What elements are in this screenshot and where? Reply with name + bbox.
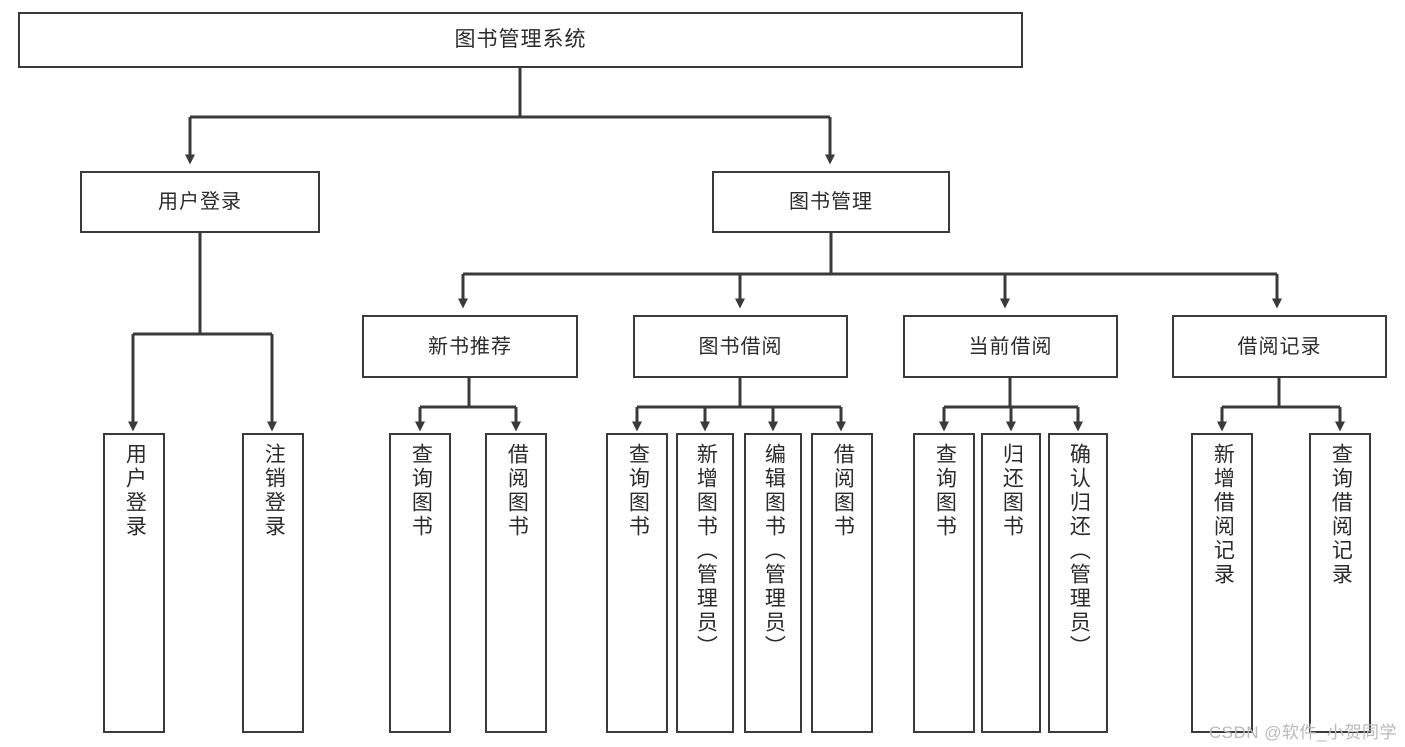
- node-book-borrow-label: 图书借阅: [698, 335, 783, 358]
- node-leaf-confirm-return-label: 确认归还（管理员）: [1067, 443, 1091, 659]
- node-leaf-query-book-1-label: 查询图书: [409, 443, 433, 539]
- node-root[interactable]: 图书管理系统: [18, 12, 1023, 68]
- node-leaf-edit-book[interactable]: 编辑图书（管理员）: [744, 433, 802, 733]
- node-leaf-user-login-label: 用户登录: [123, 443, 147, 539]
- node-leaf-user-login[interactable]: 用户登录: [103, 433, 165, 733]
- node-leaf-logout[interactable]: 注销登录: [242, 433, 304, 733]
- node-leaf-query-book-1[interactable]: 查询图书: [389, 433, 451, 733]
- node-leaf-confirm-return[interactable]: 确认归还（管理员）: [1048, 433, 1108, 733]
- watermark: CSDN @软件_小贺同学: [1208, 723, 1397, 742]
- node-borrow-record-label: 借阅记录: [1237, 335, 1322, 358]
- node-book-manage-label: 图书管理: [789, 191, 873, 213]
- node-current-borrow[interactable]: 当前借阅: [903, 315, 1118, 378]
- node-leaf-return-book[interactable]: 归还图书: [981, 433, 1041, 733]
- node-leaf-query-record[interactable]: 查询借阅记录: [1309, 433, 1371, 733]
- node-leaf-add-record[interactable]: 新增借阅记录: [1191, 433, 1253, 733]
- node-leaf-borrow-book-1[interactable]: 借阅图书: [485, 433, 547, 733]
- node-leaf-query-book-3[interactable]: 查询图书: [913, 433, 975, 733]
- node-leaf-add-record-label: 新增借阅记录: [1211, 443, 1235, 587]
- node-new-book-recommend-label: 新书推荐: [428, 335, 512, 358]
- node-user-login[interactable]: 用户登录: [80, 171, 320, 233]
- node-leaf-add-book-label: 新增图书（管理员）: [694, 443, 718, 659]
- node-root-label: 图书管理系统: [454, 28, 587, 52]
- node-leaf-edit-book-label: 编辑图书（管理员）: [762, 443, 786, 659]
- node-leaf-add-book[interactable]: 新增图书（管理员）: [676, 433, 734, 733]
- node-leaf-borrow-book-2-label: 借阅图书: [831, 443, 855, 539]
- node-new-book-recommend[interactable]: 新书推荐: [362, 315, 578, 378]
- node-user-login-label: 用户登录: [158, 191, 242, 213]
- node-leaf-logout-label: 注销登录: [262, 443, 286, 539]
- node-leaf-borrow-book-2[interactable]: 借阅图书: [811, 433, 873, 733]
- node-book-manage[interactable]: 图书管理: [712, 171, 950, 233]
- node-leaf-return-book-label: 归还图书: [1000, 443, 1024, 539]
- node-leaf-query-book-2[interactable]: 查询图书: [606, 433, 668, 733]
- node-borrow-record[interactable]: 借阅记录: [1172, 315, 1387, 378]
- node-book-borrow[interactable]: 图书借阅: [633, 315, 848, 378]
- node-leaf-query-record-label: 查询借阅记录: [1329, 443, 1353, 587]
- node-leaf-query-book-3-label: 查询图书: [933, 443, 957, 539]
- node-leaf-query-book-2-label: 查询图书: [626, 443, 650, 539]
- node-leaf-borrow-book-1-label: 借阅图书: [505, 443, 529, 539]
- node-current-borrow-label: 当前借阅: [968, 335, 1053, 358]
